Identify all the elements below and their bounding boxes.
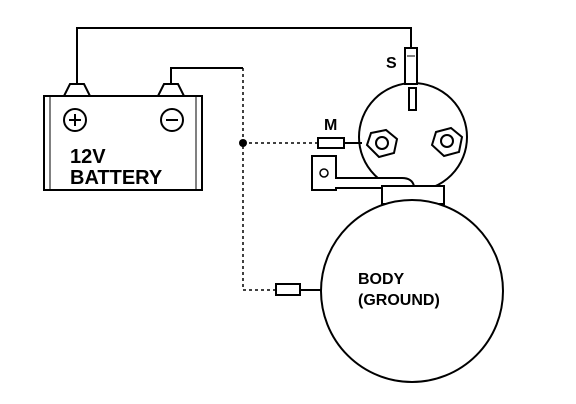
battery: 12V BATTERY [43,83,203,191]
s-terminal-label: S [386,55,397,72]
ground-label: (GROUND) [358,292,440,309]
ground-clip [275,283,301,296]
body-label: BODY [358,271,405,288]
battery-label-voltage: 12V [70,146,106,168]
motor-housing [320,199,504,383]
m-terminal-label: M [324,117,337,134]
battery-negative-post [156,83,186,97]
s-terminal-stud [408,87,417,111]
motor-body: BODY (GROUND) [320,185,504,383]
positive-wire [76,27,412,84]
wire-junction [239,139,247,147]
negative-wire-dashed [242,68,276,291]
s-terminal-clip [404,47,418,85]
negative-wire-solid [170,67,243,84]
battery-positive-post [62,83,92,97]
m-terminal-clip [317,137,345,149]
battery-label-name: BATTERY [70,167,163,189]
